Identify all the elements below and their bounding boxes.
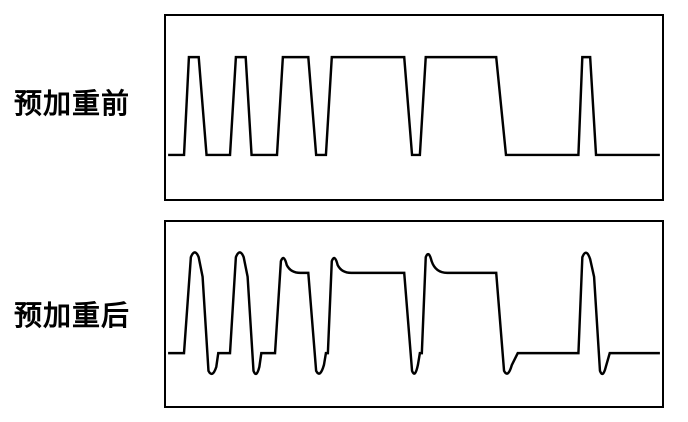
waveform-before-svg	[168, 55, 660, 157]
waveform-panel-before	[164, 14, 664, 201]
label-after-preemphasis: 预加重后	[14, 299, 131, 332]
waveform-after-svg	[168, 251, 660, 376]
label-before-preemphasis: 预加重前	[14, 87, 131, 120]
waveform-before-trace	[168, 55, 660, 157]
waveform-after-trace	[168, 251, 660, 376]
waveform-panel-after	[164, 220, 664, 408]
